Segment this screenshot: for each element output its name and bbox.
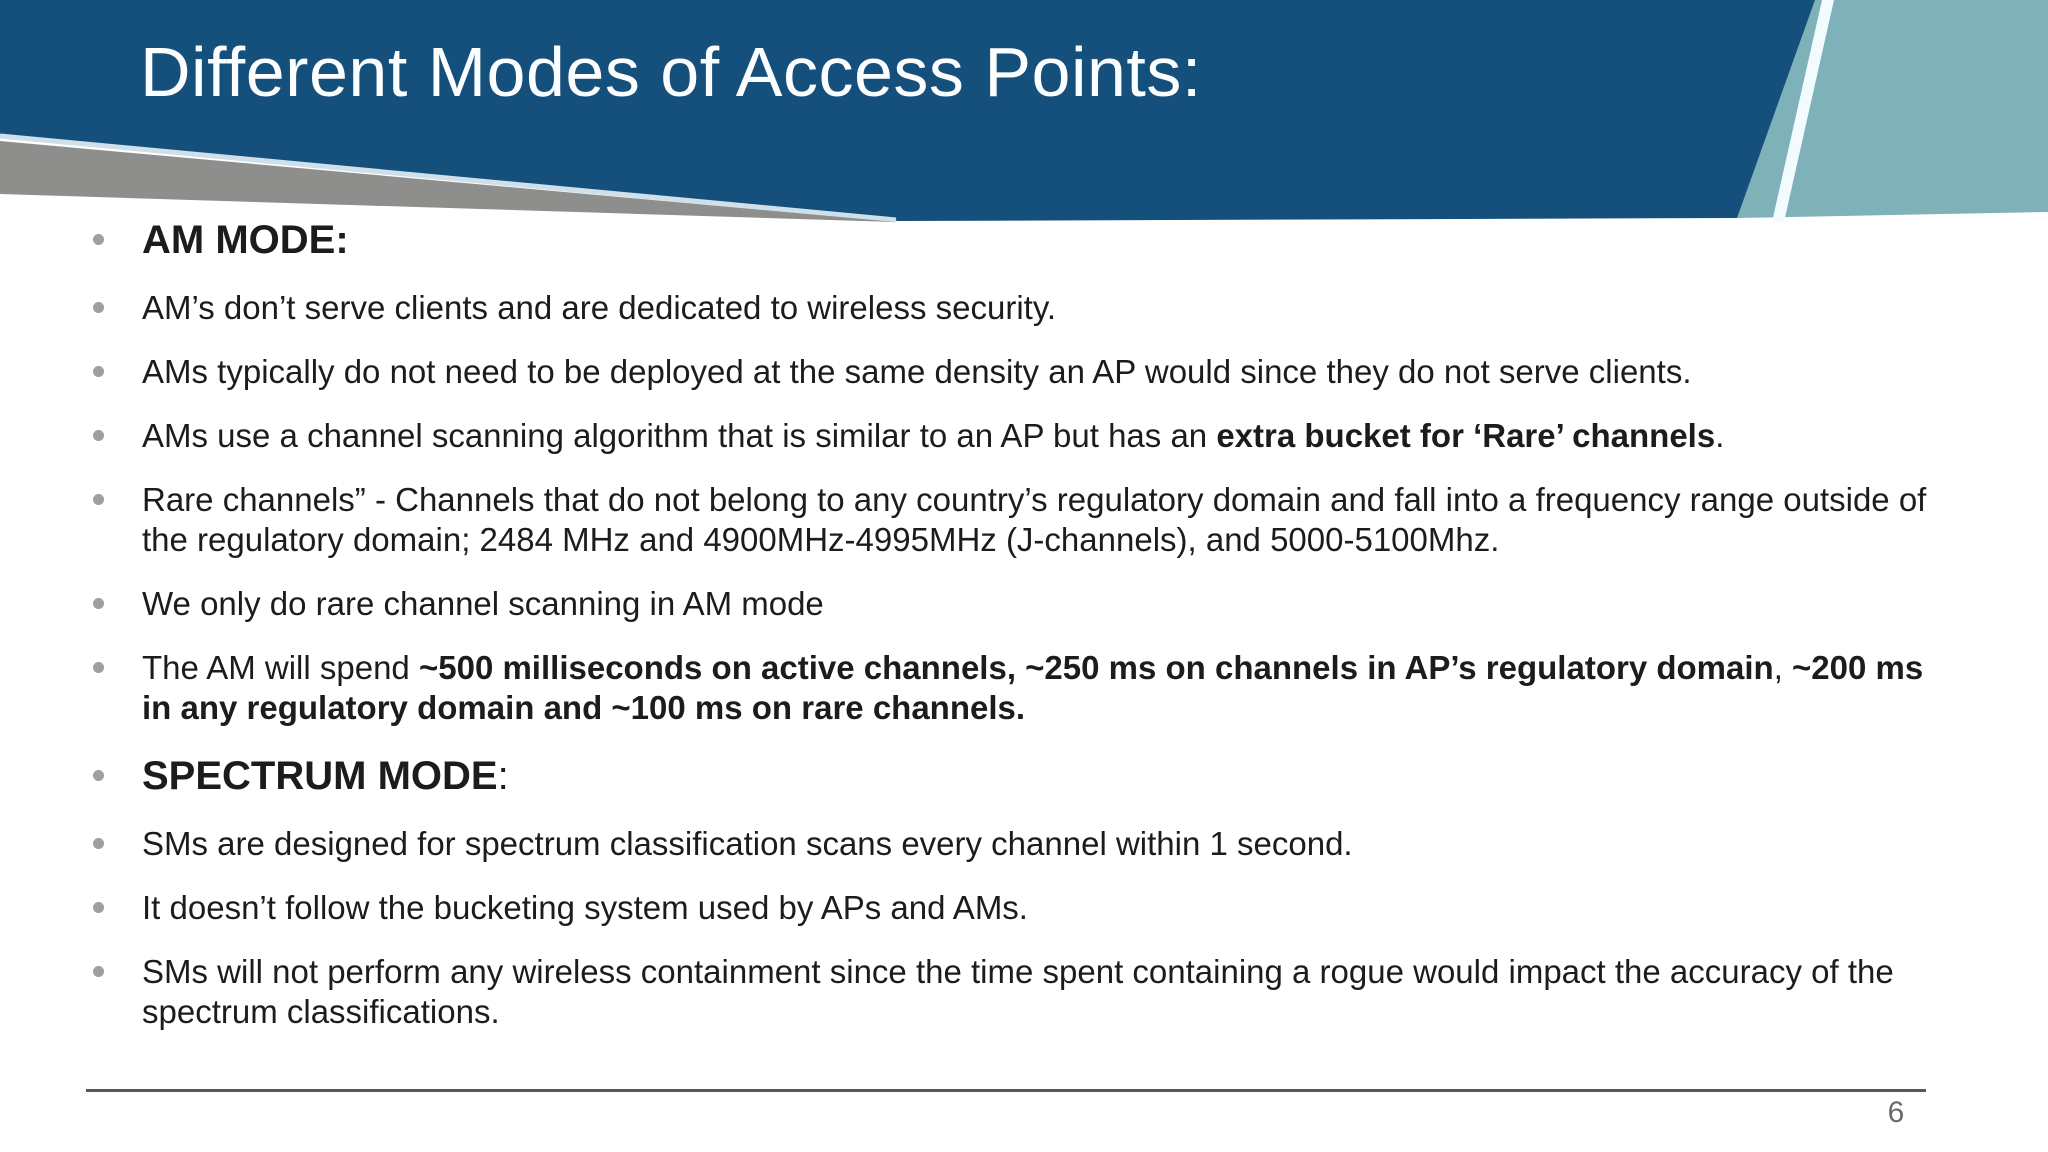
bullet-item: AMs typically do not need to be deployed…: [88, 352, 1960, 392]
page-number: 6: [1887, 1096, 1905, 1129]
bullet-text-segment: AM’s don’t serve clients and are dedicat…: [142, 289, 1057, 326]
header-blue-band: [0, 0, 1815, 221]
bullet-item: The AM will spend ~500 milliseconds on a…: [88, 648, 1960, 728]
header-decoration: [0, 0, 2048, 223]
bullet-text-segment: AMs typically do not need to be deployed…: [142, 353, 1692, 390]
bullet-item: Rare channels” - Channels that do not be…: [88, 480, 1960, 560]
gray-ribbon-shape: [0, 141, 896, 222]
diagonal-white-line: [1772, 0, 1834, 222]
section-heading-bullet: AM MODE:: [88, 216, 1960, 264]
bullet-text-segment: SPECTRUM MODE: [142, 754, 498, 798]
bullet-text-segment: .: [1715, 417, 1725, 454]
bullet-text-segment: SMs will not perform any wireless contai…: [142, 953, 1894, 1030]
bullet-text-segment: Rare channels” - Channels that do not be…: [142, 481, 1927, 558]
bullet-item: AM’s don’t serve clients and are dedicat…: [88, 288, 1960, 328]
section-heading-bullet: SPECTRUM MODE:: [88, 752, 1960, 800]
bullet-text-segment: :: [497, 754, 509, 798]
bullet-text-segment: We only do rare channel scanning in AM m…: [142, 585, 824, 622]
footer-divider-line: [86, 1089, 1926, 1092]
bullet-text-segment: ,: [1773, 649, 1793, 686]
bullet-item: SMs are designed for spectrum classifica…: [88, 824, 1960, 864]
bullet-text-segment: AMs use a channel scanning algorithm tha…: [142, 417, 1217, 454]
slide-title: Different Modes of Access Points:: [140, 33, 1202, 111]
bullet-list: AM MODE: AM’s don’t serve clients and are…: [88, 216, 1960, 1032]
bullet-item: It doesn’t follow the bucketing system u…: [88, 888, 1960, 928]
bullet-text-segment: SMs are designed for spectrum classifica…: [142, 825, 1353, 862]
bullet-text-segment: extra bucket for ‘Rare’ channels: [1216, 417, 1716, 454]
bullet-text-segment: It doesn’t follow the bucketing system u…: [142, 889, 1028, 926]
bullet-item: SMs will not perform any wireless contai…: [88, 952, 1960, 1032]
bullet-text-segment: ~500 milliseconds on active channels, ~2…: [418, 649, 1774, 686]
bullet-text-segment: AM MODE:: [142, 218, 349, 262]
bullet-text-segment: ~200 ms in any regulatory domain and ~10…: [142, 649, 1924, 726]
slide-header: Different Modes of Access Points:: [0, 0, 2048, 240]
bullet-item: AMs use a channel scanning algorithm tha…: [88, 416, 1960, 456]
bullet-text-segment: The AM will spend: [142, 649, 419, 686]
slide-body: AM MODE: AM’s don’t serve clients and are…: [88, 214, 1960, 1056]
ribbon-separator-line: [0, 133, 897, 223]
bullet-item: We only do rare channel scanning in AM m…: [88, 584, 1960, 624]
